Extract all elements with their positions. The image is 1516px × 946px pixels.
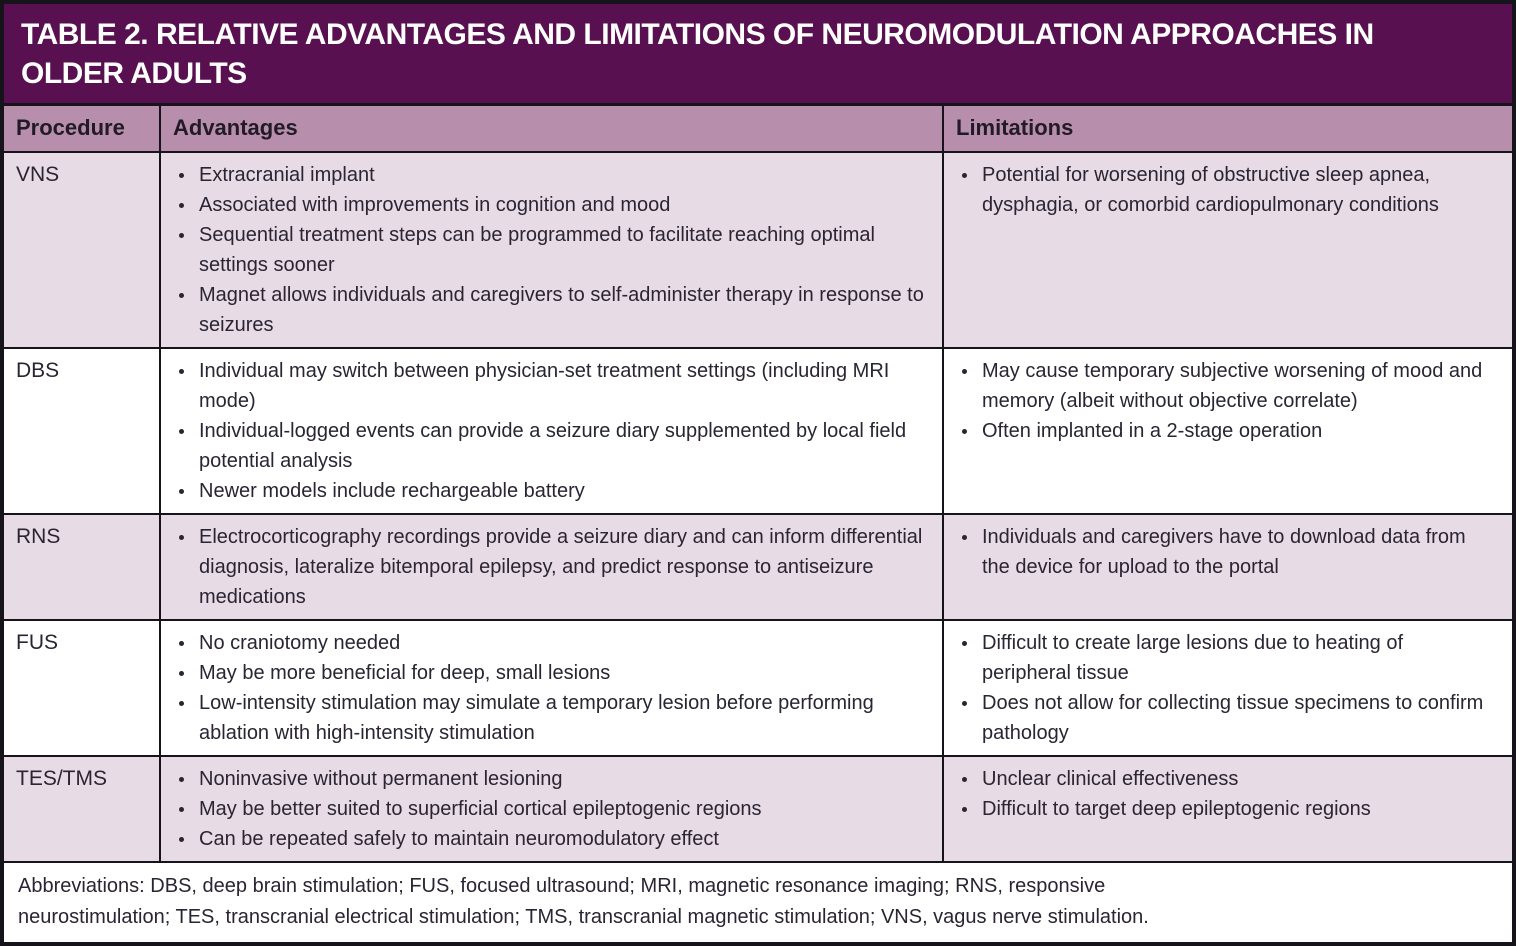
bullet-item: Associated with improvements in cognitio… xyxy=(173,190,930,220)
bullet-item: Electrocorticography recordings provide … xyxy=(173,522,930,612)
table-row: DBS Individual may switch between physici… xyxy=(4,347,1512,513)
table-row: TES/TMS Noninvasive without permanent les… xyxy=(4,755,1512,861)
limitations-list: May cause temporary subjective worsening… xyxy=(956,356,1486,446)
bullet-item: Difficult to create large lesions due to… xyxy=(956,628,1486,688)
column-header-limitations: Limitations xyxy=(942,106,1512,151)
procedure-cell: VNS xyxy=(16,163,60,186)
bullet-item: May cause temporary subjective worsening… xyxy=(956,356,1486,416)
advantages-cell: Electrocorticography recordings provide … xyxy=(159,515,942,619)
limitations-list: Potential for worsening of obstructive s… xyxy=(956,160,1486,220)
bullet-item: Individual-logged events can provide a s… xyxy=(173,416,930,476)
procedure-cell: TES/TMS xyxy=(16,767,108,790)
limitations-cell: Difficult to create large lesions due to… xyxy=(942,621,1512,755)
table-title-line2: OLDER ADULTS xyxy=(21,57,247,90)
bullet-item: Individuals and caregivers have to downl… xyxy=(956,522,1486,582)
bullet-item: Individual may switch between physician-… xyxy=(173,356,930,416)
limitations-cell: May cause temporary subjective worsening… xyxy=(942,349,1512,513)
bullet-item: Newer models include rechargeable batter… xyxy=(173,476,930,506)
bullet-item: May be more beneficial for deep, small l… xyxy=(173,658,930,688)
bullet-item: Unclear clinical effectiveness xyxy=(956,764,1486,794)
limitations-list: Individuals and caregivers have to downl… xyxy=(956,522,1486,582)
column-header-procedure: Procedure xyxy=(16,115,125,140)
bullet-item: Magnet allows individuals and caregivers… xyxy=(173,280,930,340)
bullet-item: Sequential treatment steps can be progra… xyxy=(173,220,930,280)
bullet-item: Often implanted in a 2-stage operation xyxy=(956,416,1486,446)
bullet-item: Low-intensity stimulation may simulate a… xyxy=(173,688,930,748)
advantages-list: Individual may switch between physician-… xyxy=(173,356,930,506)
bullet-item: May be better suited to superficial cort… xyxy=(173,794,930,824)
bullet-item: Noninvasive without permanent lesioning xyxy=(173,764,930,794)
table-title-bar: TABLE 2. RELATIVE ADVANTAGES AND LIMITAT… xyxy=(4,4,1512,106)
bullet-item: Difficult to target deep epileptogenic r… xyxy=(956,794,1486,824)
limitations-list: Difficult to create large lesions due to… xyxy=(956,628,1486,748)
limitations-cell: Individuals and caregivers have to downl… xyxy=(942,515,1512,619)
advantages-list: Electrocorticography recordings provide … xyxy=(173,522,930,612)
bullet-item: Extracranial implant xyxy=(173,160,930,190)
table-header-row: Procedure Advantages Limitations xyxy=(4,106,1512,151)
bullet-item: No craniotomy needed xyxy=(173,628,930,658)
advantages-cell: Individual may switch between physician-… xyxy=(159,349,942,513)
table-title-line1: TABLE 2. RELATIVE ADVANTAGES AND LIMITAT… xyxy=(21,18,1374,51)
bullet-item: Does not allow for collecting tissue spe… xyxy=(956,688,1486,748)
procedure-cell: RNS xyxy=(16,525,61,548)
abbreviations-footnote: Abbreviations: DBS, deep brain stimulati… xyxy=(4,861,1512,942)
abbreviations-footnote-text: Abbreviations: DBS, deep brain stimulati… xyxy=(18,875,1149,928)
table-row: RNS Electrocorticography recordings provi… xyxy=(4,513,1512,619)
limitations-cell: Potential for worsening of obstructive s… xyxy=(942,153,1512,347)
column-header-advantages: Advantages xyxy=(159,106,942,151)
procedure-cell: DBS xyxy=(16,359,60,382)
bullet-item: Can be repeated safely to maintain neuro… xyxy=(173,824,930,854)
bullet-item: Potential for worsening of obstructive s… xyxy=(956,160,1486,220)
procedure-cell: FUS xyxy=(16,631,58,654)
